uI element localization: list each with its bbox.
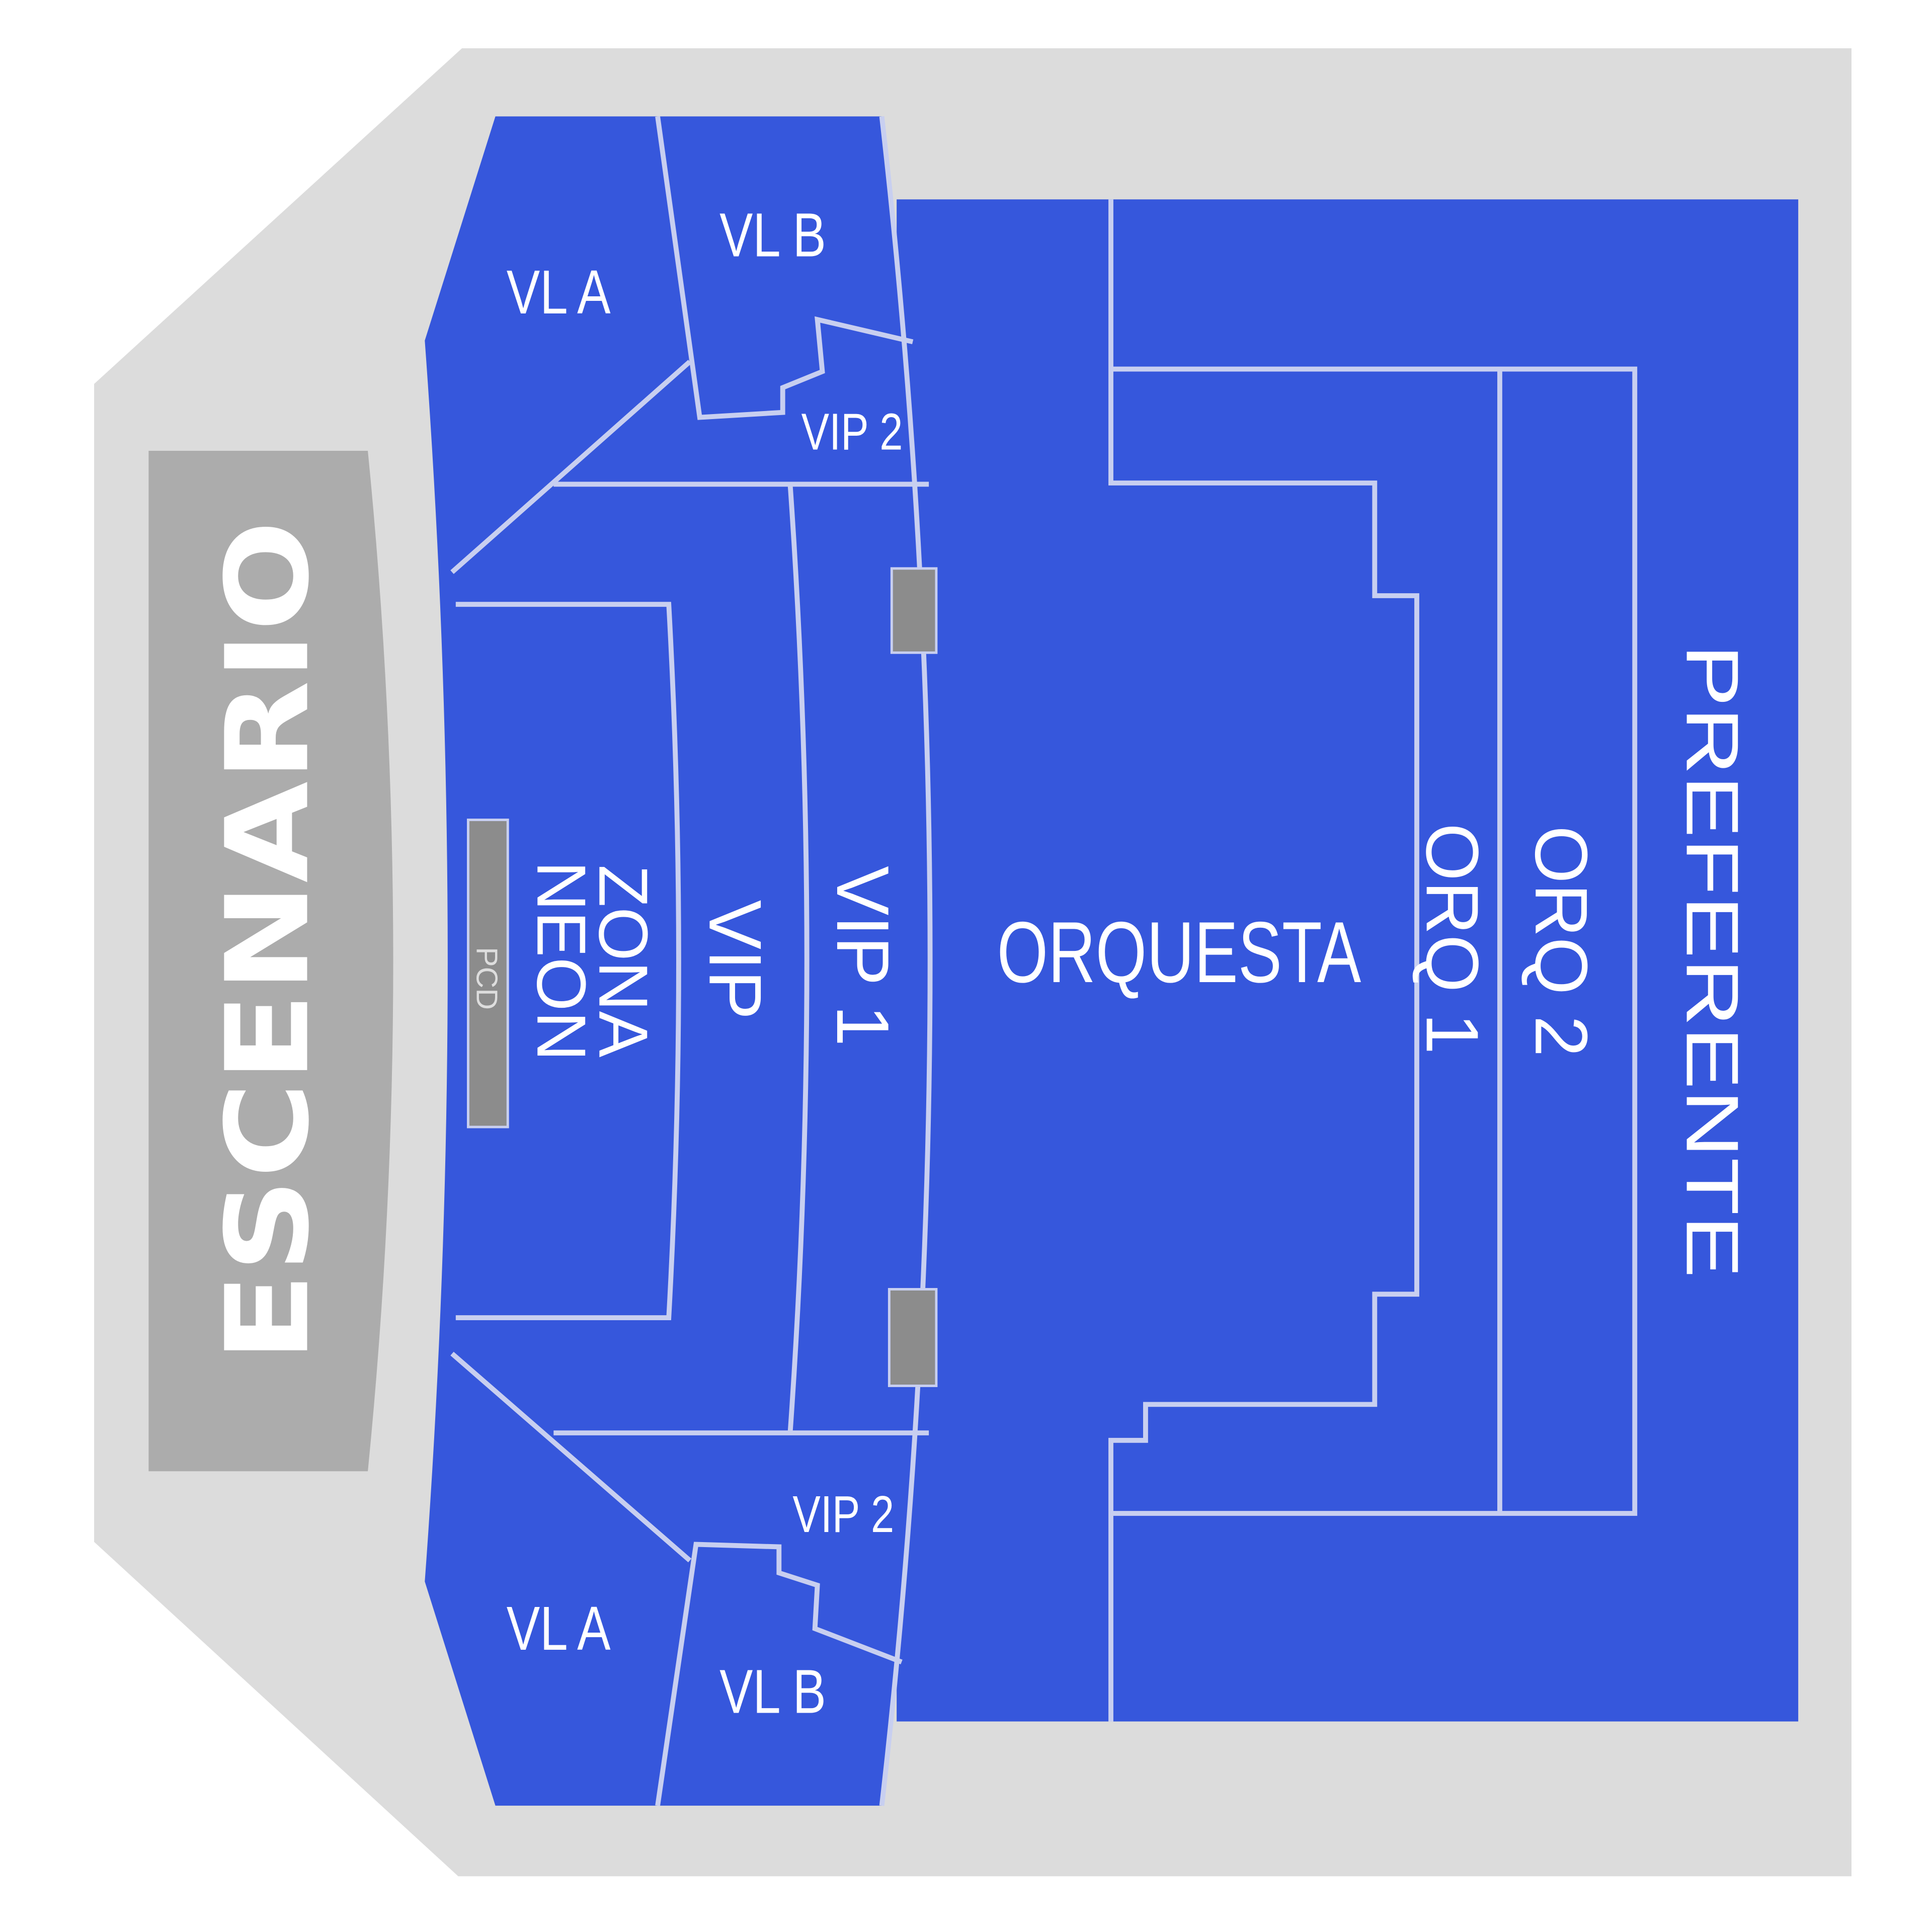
label-orq1: ORQ 1 (1411, 823, 1494, 1055)
section-boundaries (450, 116, 1638, 1806)
label-zona-neon-line2: NEON (522, 861, 600, 1061)
label-vip2-top: VIP 2 (801, 403, 903, 461)
pcd-box-top[interactable] (890, 567, 938, 654)
label-vip: VIP (693, 900, 776, 1020)
label-preferente: PREFERENTE (1671, 644, 1754, 1278)
label-vl-b-bottom: VL B (719, 1657, 826, 1726)
label-vip1: VIP 1 (821, 866, 904, 1046)
label-orq2: ORQ 2 (1519, 826, 1602, 1057)
label-zona-neon-line1: ZONA (584, 865, 662, 1058)
label-vip2-bottom: VIP 2 (792, 1485, 894, 1543)
pcd-box-left[interactable] (467, 819, 509, 1129)
stage-label: ESCENARIO (202, 520, 334, 1362)
label-vl-a-top: VL A (507, 258, 611, 327)
stage[interactable] (148, 451, 393, 1472)
label-orquesta: ORQUESTA (997, 904, 1361, 1001)
label-vl-b-top: VL B (719, 201, 826, 270)
section-orquesta[interactable] (897, 199, 1799, 1722)
pcd-box-bottom[interactable] (888, 1288, 938, 1387)
pcd-label: PCD (470, 947, 504, 1010)
label-vl-a-bottom: VL A (507, 1594, 611, 1663)
